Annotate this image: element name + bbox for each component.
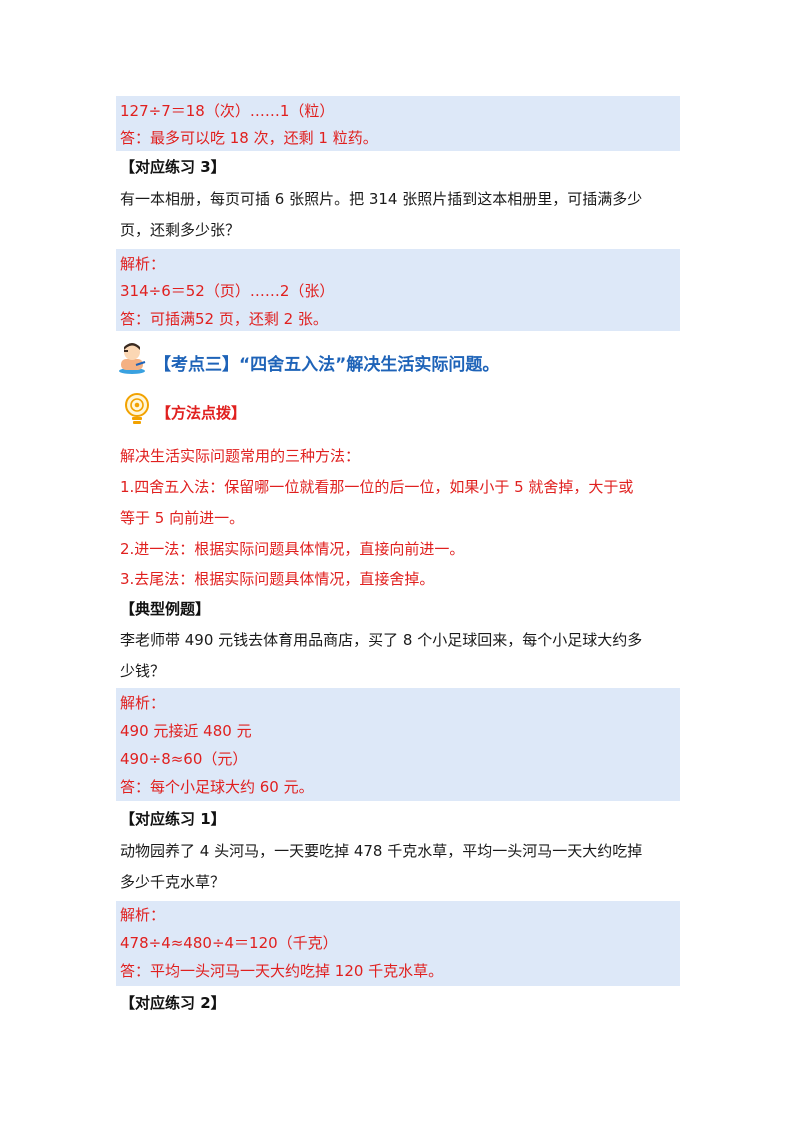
example-answer-box [116,688,680,801]
example-answer-line1: 490 元接近 480 元 [120,722,252,740]
method-item3: 3.去尾法：根据实际问题具体情况，直接舍掉。 [120,570,435,588]
practice3-question-line2: 页，还剩多少张？ [120,221,241,239]
practice3-analysis-label: 解析： [120,255,166,273]
practice1-answer-line1: 478÷4≈480÷4＝120（千克） [120,934,338,952]
example-answer-line2: 490÷8≈60（元） [120,750,248,768]
practice1-analysis-label: 解析： [120,906,166,924]
answer-box-top [116,96,680,151]
example-question-line1: 李老师带 490 元钱去体育用品商店，买了 8 个小足球回来，每个小足球大约多 [120,631,643,649]
lightbulb-icon [125,393,149,424]
method-intro: 解决生活实际问题常用的三种方法： [120,447,361,465]
practice1-question-line2: 多少千克水草？ [120,873,226,891]
practice2-heading: 【对应练习 2】 [120,994,226,1012]
teacher-icon [119,343,146,374]
practice1-heading: 【对应练习 1】 [120,810,226,828]
example-answer-line3: 答：每个小足球大约 60 元。 [120,778,314,796]
topic3-title: 【考点三】“四舍五入法”解决生活实际问题。 [154,355,500,375]
example-analysis-label: 解析： [120,694,166,712]
example-question-line2: 少钱？ [120,662,166,680]
top-answer-line2: 答：最多可以吃 18 次，还剩 1 粒药。 [120,129,378,147]
method-item1-line2: 等于 5 向前进一。 [120,509,245,527]
topic3-banner: 【考点三】“四舍五入法”解决生活实际问题。 [119,343,666,379]
practice1-question-line1: 动物园养了 4 头河马，一天要吃掉 478 千克水草，平均一头河马一天大约吃掉 [120,842,643,860]
practice3-answer-line2: 答：可插满52 页，还剩 2 张。 [120,310,328,328]
example-heading: 【典型例题】 [120,600,211,618]
method-title: 【方法点拨】 [156,404,247,422]
practice3-answer-line1: 314÷6＝52（页）……2（张） [120,282,335,300]
practice3-heading: 【对应练习 3】 [120,158,226,176]
practice1-answer-line2: 答：平均一头河马一天大约吃掉 120 千克水草。 [120,962,444,980]
method-item2: 2.进一法：根据实际问题具体情况，直接向前进一。 [120,540,465,558]
practice1-answer-box [116,901,680,986]
top-answer-line1: 127÷7＝18（次）……1（粒） [120,102,335,120]
practice3-question-line1: 有一本相册，每页可插 6 张照片。把 314 张照片插到这本相册里，可插满多少 [120,190,643,208]
practice3-answer-box [116,249,680,331]
method-item1-line1: 1.四舍五入法：保留哪一位就看那一位的后一位，如果小于 5 就舍掉，大于或 [120,478,634,496]
